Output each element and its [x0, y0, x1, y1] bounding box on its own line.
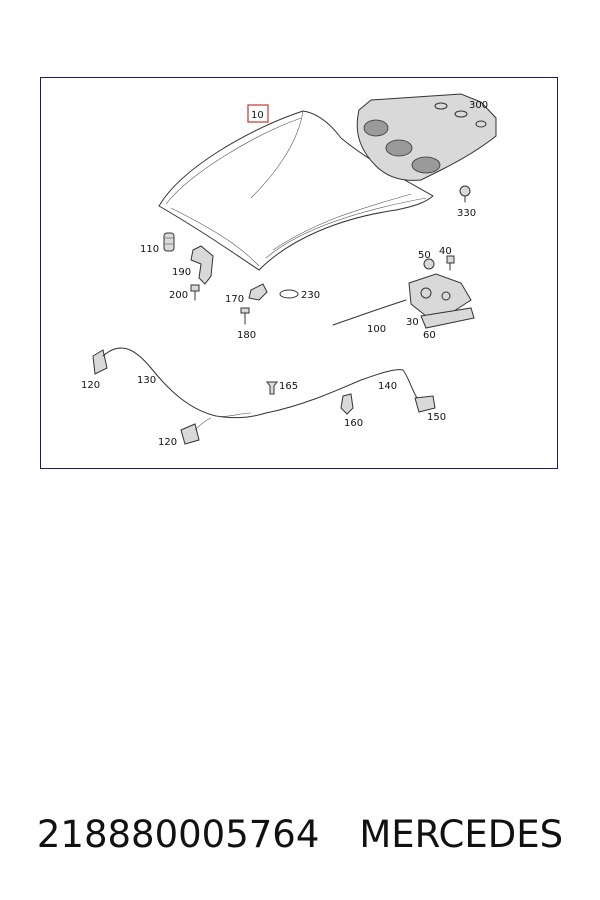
callout-180: 180 [237, 330, 256, 341]
gas-strut-100 [332, 299, 407, 326]
release-cable-140 [265, 369, 404, 414]
striker-170 [248, 283, 268, 301]
callout-110: 110 [140, 244, 159, 255]
callout-200: 200 [169, 290, 188, 301]
callout-150: 150 [427, 412, 446, 423]
callout-120-lower: 120 [158, 437, 177, 448]
clip-165 [266, 381, 278, 395]
release-cable-130 [102, 347, 267, 419]
callout-165: 165 [279, 381, 298, 392]
release-handle-120-upper [92, 349, 108, 375]
bolt-200 [190, 284, 200, 301]
nut-50 [423, 258, 435, 270]
bolt-40 [446, 255, 455, 271]
clip-330 [459, 185, 471, 203]
latch-handle-60 [420, 307, 475, 329]
hood-panel [158, 110, 434, 271]
callout-130: 130 [137, 375, 156, 386]
release-latch-150 [402, 369, 436, 413]
callout-160: 160 [344, 418, 363, 429]
callout-50: 50 [418, 250, 431, 261]
callout-60: 60 [423, 330, 436, 341]
callout-120-upper: 120 [81, 380, 100, 391]
cable-bracket-160 [340, 393, 354, 415]
part-number: 218880005764 [36, 812, 320, 856]
hood-latch-30 [408, 273, 472, 317]
callout-10: 10 [251, 110, 264, 121]
brand-name: MERCEDES [359, 812, 564, 856]
diagram-frame: 10 300 330 110 190 200 170 230 180 50 40… [40, 77, 558, 469]
buffer-110 [163, 232, 175, 252]
exploded-parts-diagram: 10 300 330 110 190 200 170 230 180 50 40… [81, 93, 497, 448]
callout-100: 100 [367, 324, 386, 335]
release-handle-120-lower [180, 417, 212, 445]
callout-40: 40 [439, 246, 452, 257]
callout-170: 170 [225, 294, 244, 305]
callout-30: 30 [406, 317, 419, 328]
callout-230: 230 [301, 290, 320, 301]
hinge-190 [190, 245, 214, 285]
screw-180 [240, 307, 250, 325]
seal-230 [279, 289, 299, 299]
callout-330: 330 [457, 208, 476, 219]
callout-300: 300 [469, 100, 488, 111]
callout-10-highlight [247, 104, 269, 123]
callout-190: 190 [172, 267, 191, 278]
hood-insulation-mat [356, 93, 497, 181]
callout-140: 140 [378, 381, 397, 392]
footer: 218880005764 MERCEDES [0, 808, 600, 860]
